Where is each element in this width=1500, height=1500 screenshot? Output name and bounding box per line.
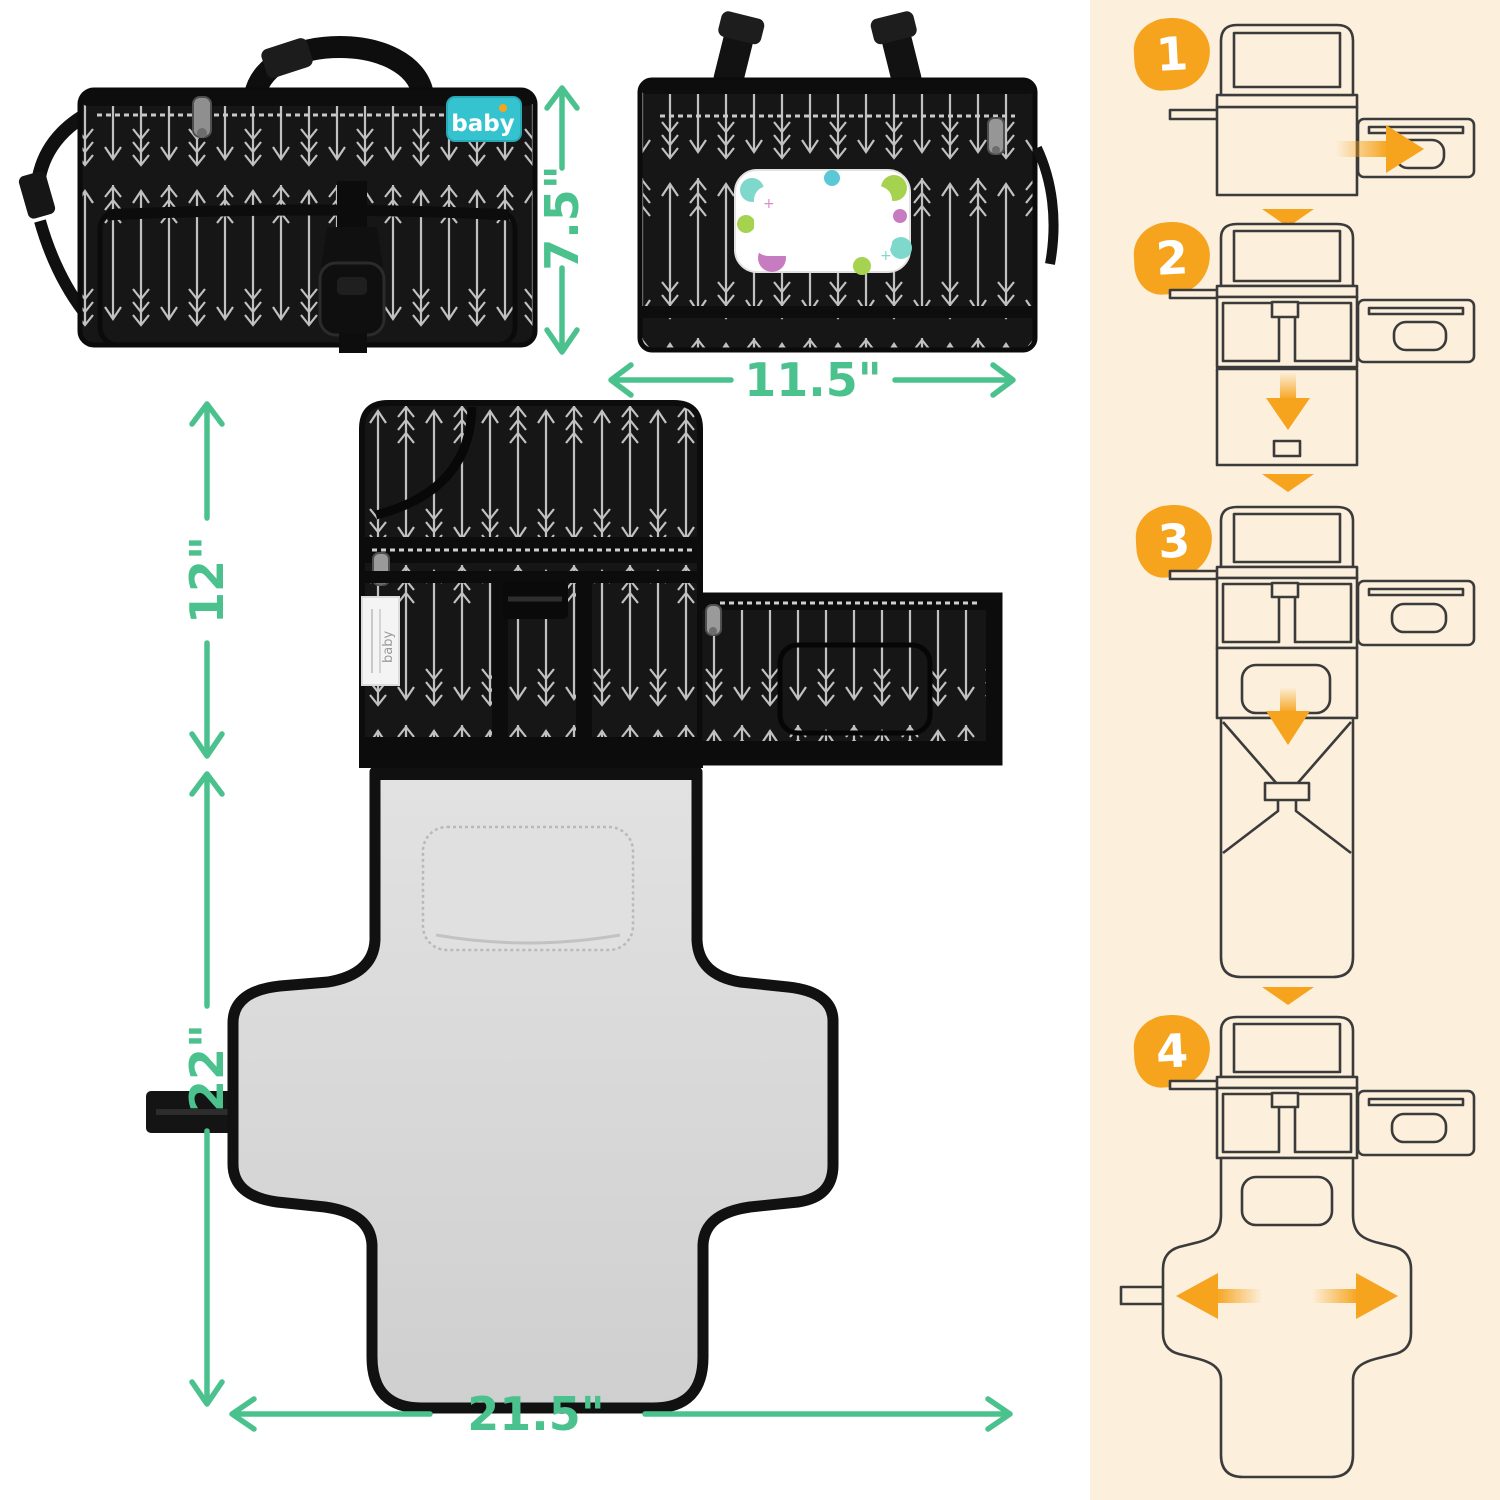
step-1-illustration [1168, 23, 1476, 227]
organizer-panel: baby [359, 400, 703, 768]
flap-binding [106, 204, 510, 221]
wipes-opening-stitch [777, 642, 933, 736]
care-label: baby [361, 596, 400, 686]
pillow [421, 825, 635, 952]
arrow-down-icon [1266, 687, 1310, 745]
strap-line [1168, 108, 1220, 121]
strap-line [1168, 569, 1220, 581]
dimension-folded-width: 11.5" [603, 352, 1021, 408]
fold-bar [1215, 565, 1359, 580]
pocket-row-drawing [1215, 1086, 1359, 1160]
folded-wings-body [1219, 716, 1355, 979]
front-flap [97, 208, 518, 348]
next-step-arrow-icon [1262, 209, 1314, 227]
top-flap-drawing [1219, 1015, 1355, 1079]
buckle [318, 181, 386, 353]
wipes-flap [697, 592, 1003, 766]
strap-line [1168, 288, 1220, 300]
dimension-folded-height: 7.5" [527, 80, 597, 360]
fold-bar [1215, 93, 1359, 109]
open-mat-outline [1161, 1156, 1413, 1479]
top-flap-drawing [1219, 505, 1355, 569]
dimension-pad-height: 22" [172, 766, 242, 1410]
svg-text:+: + [880, 248, 892, 264]
dimension-open-width: 21.5" [225, 1384, 1017, 1446]
pocket-row-drawing [1215, 295, 1359, 369]
dimension-label: 11.5" [744, 353, 882, 407]
side-strap [1032, 145, 1059, 265]
fold-bar [1215, 284, 1359, 299]
side-flap-drawing [1356, 1089, 1476, 1157]
arrow-down-icon [1266, 372, 1310, 430]
flap-binding [640, 306, 1035, 318]
pocket-row-drawing [1215, 576, 1359, 650]
small-slot [1272, 439, 1302, 458]
pillow-outline [1240, 1175, 1334, 1227]
folded-bag-back-photo: + + [637, 11, 1059, 353]
logo-text: baby [451, 111, 514, 137]
strap-tab [146, 1091, 246, 1133]
side-flap-drawing [1356, 579, 1476, 647]
dimension-label: 12" [180, 536, 234, 624]
arrow-left-icon [1176, 1273, 1262, 1319]
step-4-illustration [1119, 1015, 1476, 1479]
carry-handle [713, 11, 922, 89]
fold-bar [1215, 1075, 1359, 1090]
folding-steps-panel: 1 2 [1090, 0, 1500, 1500]
brand-logo: baby [446, 96, 522, 142]
step-3-illustration [1168, 505, 1476, 1005]
dimension-label: 7.5" [535, 165, 589, 271]
changing-mat [227, 766, 839, 1414]
arrow-right-icon [1336, 125, 1424, 173]
next-step-arrow-icon [1262, 474, 1314, 492]
strap-tab [1119, 1285, 1165, 1306]
bottom-binding [362, 737, 700, 765]
svg-text:+: + [763, 196, 775, 212]
top-flap-drawing [1219, 222, 1355, 288]
zipper-band [640, 80, 1035, 94]
logo-dot-icon [499, 104, 507, 112]
zipper-pull [705, 604, 722, 636]
top-pocket-edge [374, 406, 477, 520]
carry-handle [244, 36, 434, 99]
tag-text: baby [381, 631, 396, 663]
zipper-pull [192, 96, 212, 138]
folded-bag-front-photo: baby [18, 36, 538, 353]
dimension-flap-height: 12" [172, 398, 242, 762]
zipper-pull [987, 117, 1005, 155]
arrow-right-icon [1312, 1273, 1398, 1319]
step-2-illustration [1168, 222, 1476, 492]
dimension-label: 22" [180, 1024, 234, 1112]
center-strap [1263, 781, 1311, 802]
mat-top-binding [376, 767, 700, 780]
wipes-window: + + [734, 169, 912, 275]
open-changing-pad-photo: baby [146, 400, 1003, 1414]
strap-line [1168, 1079, 1220, 1091]
next-step-arrow-icon [1262, 987, 1314, 1005]
dimension-label: 21.5" [467, 1387, 605, 1441]
top-flap-drawing [1219, 23, 1355, 97]
side-flap-drawing [1356, 298, 1476, 364]
